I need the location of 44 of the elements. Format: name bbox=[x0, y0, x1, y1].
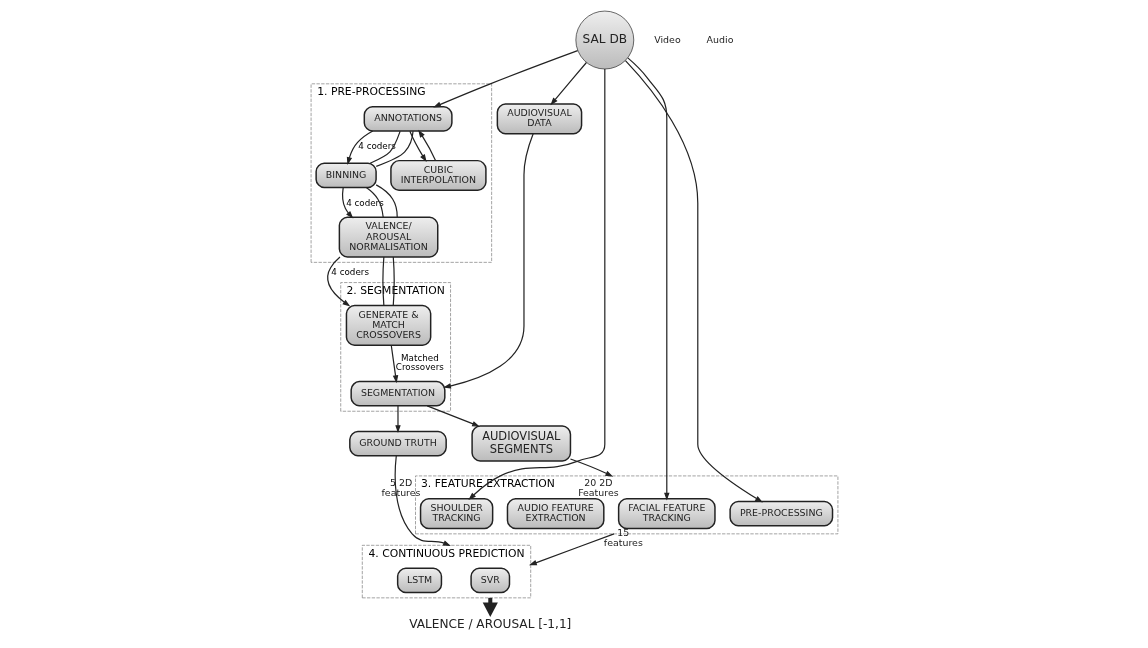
arrow bbox=[426, 405, 480, 427]
arrow bbox=[624, 60, 763, 503]
node-box: SEGMENTATION bbox=[349, 380, 446, 407]
node-circle: SAL DB bbox=[575, 10, 634, 70]
node-box: AUDIO FEATURE EXTRACTION bbox=[506, 498, 605, 530]
node-box: SVR bbox=[469, 567, 510, 594]
arrow bbox=[626, 57, 670, 501]
label: Video bbox=[653, 33, 681, 45]
arrow bbox=[569, 458, 613, 477]
connector bbox=[375, 184, 398, 218]
connector bbox=[381, 256, 384, 307]
node-box: BINNING bbox=[314, 162, 377, 189]
node-box: ANNOTATIONS bbox=[363, 106, 453, 132]
connector bbox=[365, 187, 384, 218]
arrow bbox=[341, 187, 353, 219]
arrow bbox=[528, 533, 615, 566]
node-box: AUDIOVISUAL DATA bbox=[496, 103, 582, 135]
arrow bbox=[417, 129, 436, 162]
arrow bbox=[390, 344, 398, 384]
node-box: FACIAL FEATURE TRACKING bbox=[617, 498, 716, 530]
edge-label: Matched Crossovers bbox=[395, 352, 444, 373]
label: Audio bbox=[706, 33, 733, 45]
node-box: VALENCE/ AROUSAL NORMALISATION bbox=[338, 216, 438, 258]
node-box: GENERATE & MATCH CROSSOVERS bbox=[345, 304, 431, 346]
node-box: GROUND TRUTH bbox=[348, 430, 447, 457]
node-box: AUDIOVISUAL SEGMENTS bbox=[470, 425, 571, 462]
arrow bbox=[346, 130, 373, 165]
node-label: 20 2D Features bbox=[577, 477, 619, 499]
arrow bbox=[549, 61, 587, 106]
arrow bbox=[394, 405, 401, 433]
arrow bbox=[326, 256, 350, 307]
node-box: LSTM bbox=[396, 567, 442, 594]
arrow bbox=[394, 455, 451, 547]
connector bbox=[392, 256, 395, 307]
node-label: 15 features bbox=[603, 527, 643, 549]
arrow bbox=[408, 130, 427, 163]
edge-label: 4 coders bbox=[330, 266, 369, 277]
arrow bbox=[442, 133, 534, 389]
node-text: VALENCE / AROUSAL [-1,1] bbox=[408, 616, 571, 631]
arrow bbox=[432, 50, 578, 108]
node-box: SHOULDER TRACKING bbox=[419, 498, 493, 530]
node-box: CUBIC INTERPOLATION bbox=[389, 159, 487, 191]
edge-label: 4 coders bbox=[345, 198, 384, 209]
node-box: PRE-PROCESSING bbox=[728, 500, 833, 527]
